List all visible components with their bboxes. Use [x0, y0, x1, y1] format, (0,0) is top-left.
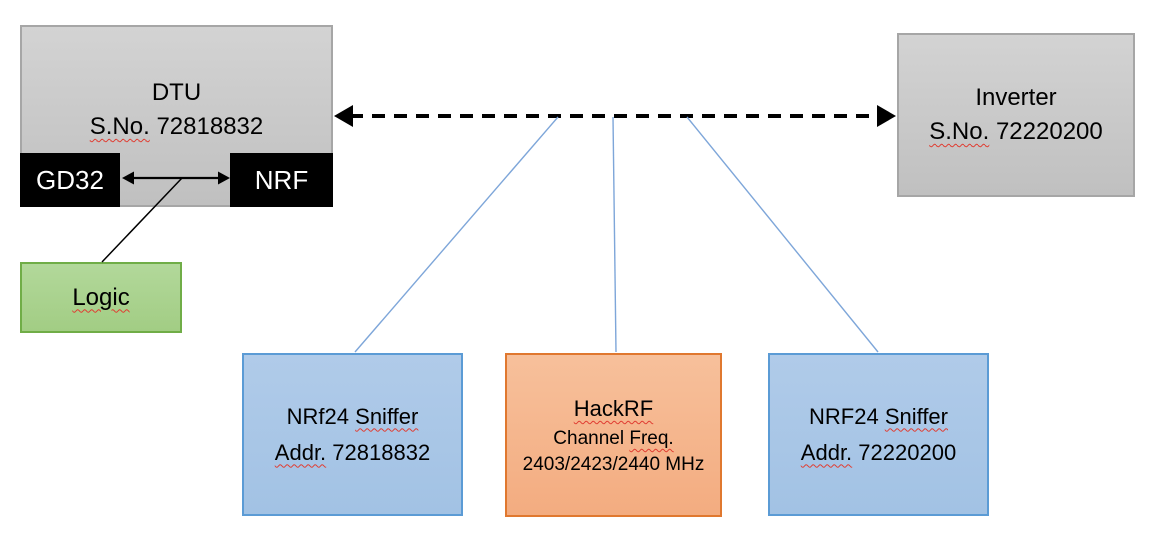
logic-label: Logic [72, 283, 130, 311]
nrf-label: NRF [254, 164, 309, 195]
tap-line-hackrf [612, 116, 617, 353]
sniffer-left-addr-number: 72818832 [332, 439, 431, 465]
hackrf-channel-line: Channel Freq. [553, 426, 673, 452]
sniffer-left-box: NRf24 Sniffer Addr. 72818832 [242, 353, 463, 516]
hackrf-channel-prefix: Channel [553, 428, 625, 449]
inverter-title: Inverter [975, 84, 1057, 111]
hackrf-box: HackRF Channel Freq. 2403/2423/2440 MHz [505, 353, 722, 517]
inverter-box: Inverter S.No. 72220200 [897, 33, 1135, 197]
tap-line-sniffer-right [686, 116, 879, 353]
hackrf-channel-word: Freq. [629, 428, 674, 449]
sniffer-left-name: NRf24 Sniffer [287, 399, 419, 435]
hackrf-frequencies: 2403/2423/2440 MHz [522, 454, 705, 475]
inverter-serial: S.No. 72220200 [929, 115, 1102, 149]
sniffer-right-addr-number: 72220200 [858, 439, 957, 465]
hackrf-title-text: HackRF [573, 396, 654, 421]
inverter-serial-number: 72220200 [995, 118, 1103, 145]
sniffer-right-name: NRF24 Sniffer [809, 399, 948, 435]
dtu-title: DTU [151, 79, 202, 106]
dtu-serial-label: S.No. [89, 113, 150, 140]
sniffer-left-addr: Addr. 72818832 [275, 435, 430, 471]
dtu-serial: S.No. 72818832 [90, 110, 263, 144]
sniffer-right-addr: Addr. 72220200 [801, 435, 956, 471]
sniffer-right-box: NRF24 Sniffer Addr. 72220200 [768, 353, 989, 516]
nrf-box: NRF [230, 153, 333, 207]
sniffer-right-addr-label: Addr. [800, 439, 853, 465]
tap-line-sniffer-left [354, 116, 559, 353]
sniffer-left-addr-label: Addr. [274, 439, 327, 465]
sniffer-right-name-word: Sniffer [884, 403, 948, 429]
rf-link-arrowhead-right-icon [877, 105, 896, 127]
hackrf-title: HackRF [574, 392, 653, 426]
sniffer-left-name-prefix: NRf24 [286, 403, 350, 429]
rf-link-arrowhead-left-icon [334, 105, 353, 127]
gd32-box: GD32 [20, 153, 120, 207]
sniffer-left-name-word: Sniffer [355, 403, 419, 429]
sniffer-right-name-prefix: NRF24 [809, 403, 879, 429]
dtu-serial-number: 72818832 [156, 113, 264, 140]
gd32-label: GD32 [36, 164, 104, 195]
inverter-serial-label: S.No. [929, 118, 990, 145]
logic-box: Logic [20, 262, 182, 333]
